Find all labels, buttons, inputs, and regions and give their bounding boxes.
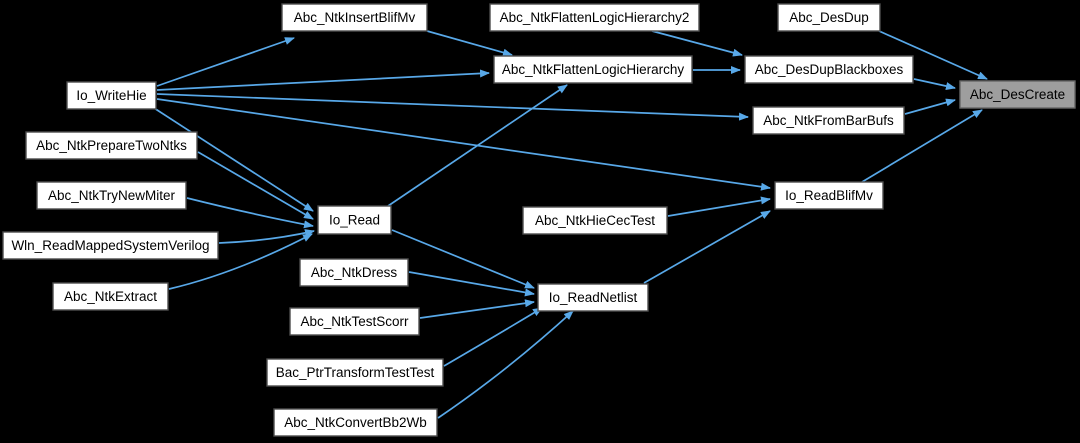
node-box[interactable] [537, 283, 649, 312]
node-label: Wln_ReadMappedSystemVerilog [11, 238, 209, 253]
edge-io-writehie-to-io-read [153, 107, 314, 212]
graph-node-abc-ntktestscorr[interactable]: Abc_NtkTestScorr [289, 307, 420, 336]
node-label: Io_WriteHie [76, 88, 146, 103]
edge-abc-ntkdress-to-io-readnetlist [408, 271, 535, 297]
node-box[interactable] [774, 181, 884, 210]
edge-io-writehie-to-abc-ntkflattenlogichierarchy [156, 69, 490, 91]
graph-node-abc-ntkflattenlogichierarchy2[interactable]: Abc_NtkFlattenLogicHierarchy2 [489, 3, 700, 32]
edge-io-read-to-io-readnetlist [391, 229, 535, 289]
graph-node-abc-ntkextract[interactable]: Abc_NtkExtract [52, 282, 169, 311]
edges-layer [153, 30, 988, 419]
node-label: Io_ReadBlifMv [785, 188, 873, 203]
node-box[interactable] [744, 55, 914, 84]
node-label: Abc_NtkTryNewMiter [48, 188, 176, 203]
node-label: Abc_NtkFlattenLogicHierarchy2 [500, 10, 690, 25]
node-box[interactable] [299, 258, 409, 287]
edge-abc-ntktestscorr-to-io-readnetlist [419, 299, 535, 319]
node-label: Abc_NtkDress [311, 265, 398, 280]
edge-io-writehie-to-io-readblifmv [156, 98, 771, 191]
node-box[interactable] [493, 55, 693, 84]
node-box[interactable] [2, 231, 219, 260]
node-box[interactable] [289, 307, 420, 336]
node-label: Abc_DesCreate [970, 87, 1065, 102]
node-box[interactable] [522, 206, 668, 235]
node-label: Abc_DesDupBlackboxes [755, 62, 904, 77]
node-box[interactable] [317, 205, 392, 235]
graph-node-abc-ntkinsertblifmv[interactable]: Abc_NtkInsertBlifMv [281, 3, 428, 32]
edge-io-writehie-to-abc-ntkinsertblifmv [156, 37, 295, 87]
edge-io-readblifmv-to-abc-descreate [861, 109, 983, 183]
node-label: Abc_NtkFlattenLogicHierarchy [502, 62, 685, 77]
node-label: Abc_NtkPrepareTwoNtks [36, 138, 187, 153]
node-box[interactable] [52, 282, 169, 311]
graph-node-bac-ptrtransformtesttest[interactable]: Bac_PtrTransformTestTest [266, 358, 444, 387]
node-box[interactable] [281, 3, 428, 32]
edge-io-writehie-to-abc-ntkfrombarbufs [156, 93, 749, 121]
node-label: Bac_PtrTransformTestTest [276, 365, 435, 380]
graph-node-abc-desdupblackboxes[interactable]: Abc_DesDupBlackboxes [744, 55, 914, 84]
graph-node-abc-ntktrynewmiter[interactable]: Abc_NtkTryNewMiter [36, 181, 187, 210]
node-box[interactable] [489, 3, 700, 32]
node-box-highlighted[interactable] [959, 80, 1076, 109]
edge-wln-readmappedsystemverilog-to-io-read [218, 229, 315, 244]
edge-abc-ntkextract-to-io-read [168, 233, 313, 290]
graph-node-io-readnetlist[interactable]: Io_ReadNetlist [537, 283, 649, 312]
graph-node-io-writehie[interactable]: Io_WriteHie [66, 81, 157, 110]
edge-abc-ntkconvertbb2wb-to-io-readnetlist [437, 310, 574, 419]
graph-node-abc-descreate[interactable]: Abc_DesCreate [959, 80, 1076, 109]
graph-node-abc-ntkflattenlogichierarchy[interactable]: Abc_NtkFlattenLogicHierarchy [493, 55, 693, 84]
node-label: Abc_NtkInsertBlifMv [294, 10, 416, 25]
node-box[interactable] [266, 358, 444, 387]
graph-node-wln-readmappedsystemverilog[interactable]: Wln_ReadMappedSystemVerilog [2, 231, 219, 260]
edge-abc-ntkinsertblifmv-to-abc-ntkflattenlogichierarchy [426, 30, 513, 57]
node-box[interactable] [777, 3, 881, 32]
node-label: Abc_NtkHieCecTest [535, 213, 655, 228]
edge-abc-ntkhiecectest-to-io-readblifmv [667, 196, 771, 217]
edge-io-read-to-abc-ntkflattenlogichierarchy [387, 84, 568, 207]
edge-abc-ntkpreparetwontks-to-io-read [197, 151, 314, 220]
edge-abc-desdupblackboxes-to-abc-descreate [913, 78, 956, 90]
edge-abc-ntkfrombarbufs-to-abc-descreate [904, 98, 956, 115]
node-label: Abc_NtkFromBarBufs [763, 113, 894, 128]
edge-abc-ntktrynewmiter-to-io-read [186, 197, 314, 229]
node-label: Abc_NtkTestScorr [300, 314, 409, 329]
node-label: Io_ReadNetlist [549, 290, 638, 305]
node-box[interactable] [25, 131, 198, 160]
graph-node-io-readblifmv[interactable]: Io_ReadBlifMv [774, 181, 884, 210]
graph-node-io-read[interactable]: Io_Read [317, 205, 392, 235]
node-label: Abc_NtkConvertBb2Wb [284, 415, 427, 430]
node-box[interactable] [36, 181, 187, 210]
graph-node-abc-ntkpreparetwontks[interactable]: Abc_NtkPrepareTwoNtks [25, 131, 198, 160]
node-box[interactable] [752, 106, 905, 135]
graph-node-abc-ntkconvertbb2wb[interactable]: Abc_NtkConvertBb2Wb [273, 408, 438, 437]
node-label: Io_Read [329, 213, 380, 228]
edge-bac-ptrtransformtesttest-to-io-readnetlist [443, 307, 543, 367]
graph-node-abc-ntkfrombarbufs[interactable]: Abc_NtkFromBarBufs [752, 106, 905, 135]
node-box[interactable] [273, 408, 438, 437]
graph-node-abc-ntkhiecectest[interactable]: Abc_NtkHieCecTest [522, 206, 668, 235]
edge-abc-desdup-to-abc-descreate [878, 30, 988, 80]
node-label: Abc_NtkExtract [64, 289, 157, 304]
node-label: Abc_DesDup [789, 10, 869, 25]
node-box[interactable] [66, 81, 157, 110]
graph-node-abc-ntkdress[interactable]: Abc_NtkDress [299, 258, 409, 287]
edge-abc-ntkflattenlogichierarchy2-to-abc-desdupblackboxes [651, 30, 743, 57]
graph-node-abc-desdup[interactable]: Abc_DesDup [777, 3, 881, 32]
edge-io-readnetlist-to-io-readblifmv [643, 210, 771, 284]
